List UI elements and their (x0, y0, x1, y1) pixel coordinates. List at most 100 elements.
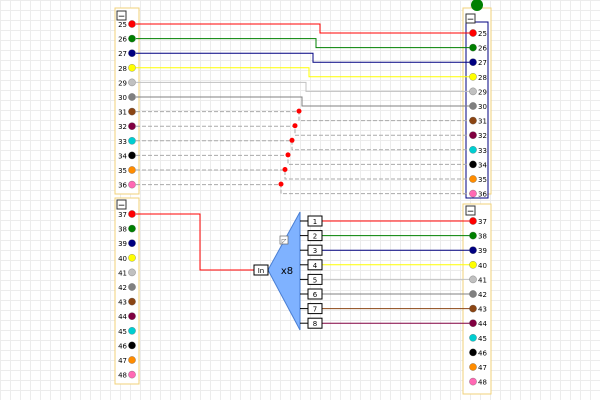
pin-dot-icon[interactable] (128, 137, 136, 145)
left-pin-29[interactable]: 29 (118, 78, 136, 88)
splitter-output-port-1[interactable]: 1 (307, 215, 323, 227)
pin-dot-icon[interactable] (469, 377, 477, 386)
right-pin-29[interactable]: 29 (469, 87, 487, 97)
pin-dot-icon[interactable] (128, 107, 136, 116)
right-pin-39[interactable]: 39 (469, 246, 487, 256)
pin-dot-icon[interactable] (469, 29, 477, 37)
pin-dot-icon[interactable] (128, 166, 136, 174)
right-group-1-collapse-button[interactable]: − (465, 13, 476, 25)
left-pin-43[interactable]: 43 (118, 297, 136, 307)
pin-dot-icon[interactable] (128, 283, 136, 291)
right-pin-46[interactable]: 46 (469, 348, 487, 358)
left-pin-39[interactable]: 39 (118, 239, 136, 249)
right-pin-43[interactable]: 43 (469, 304, 487, 314)
splitter-output-port-8[interactable]: 8 (307, 317, 323, 329)
right-pin-32[interactable]: 32 (469, 131, 487, 141)
pin-dot-icon[interactable] (469, 334, 477, 342)
left-pin-28[interactable]: 28 (118, 64, 136, 73)
right-pin-37[interactable]: 37 (469, 217, 487, 226)
pin-dot-icon[interactable] (469, 73, 477, 81)
left-pin-35[interactable]: 35 (118, 166, 136, 175)
pin-dot-icon[interactable] (128, 327, 136, 335)
splitter-output-port-4[interactable]: 4 (307, 259, 323, 271)
pin-dot-icon[interactable] (469, 290, 477, 298)
pin-dot-icon[interactable] (469, 131, 477, 139)
pin-dot-icon[interactable] (128, 239, 136, 247)
right-pin-35[interactable]: 35 (469, 175, 487, 184)
pin-dot-icon[interactable] (128, 254, 136, 262)
pin-dot-icon[interactable] (469, 363, 477, 371)
left-pin-37[interactable]: 37 (118, 210, 136, 219)
left-pin-33[interactable]: 33 (118, 137, 136, 146)
pin-dot-icon[interactable] (469, 275, 477, 284)
pin-dot-icon[interactable] (128, 20, 136, 28)
left-pin-31[interactable]: 31 (118, 107, 136, 117)
right-pin-31[interactable]: 31 (469, 116, 487, 126)
pin-dot-icon[interactable] (128, 64, 136, 72)
pin-dot-icon[interactable] (128, 122, 136, 130)
pin-dot-icon[interactable] (469, 160, 477, 169)
left-pin-47[interactable]: 47 (118, 356, 136, 365)
right-pin-38[interactable]: 38 (469, 231, 487, 241)
left-pin-44[interactable]: 44 (118, 312, 136, 322)
right-pin-47[interactable]: 47 (469, 363, 487, 372)
left-pin-38[interactable]: 38 (118, 224, 136, 234)
left-pin-27[interactable]: 27 (118, 49, 136, 59)
pin-dot-icon[interactable] (469, 102, 477, 110)
pin-dot-icon[interactable] (128, 93, 136, 101)
left-pin-32[interactable]: 32 (118, 122, 136, 132)
right-pin-36[interactable]: 36 (469, 189, 487, 199)
pin-dot-icon[interactable] (128, 370, 136, 379)
left-pin-25[interactable]: 25 (118, 20, 136, 29)
pin-dot-icon[interactable] (469, 231, 477, 240)
left-pin-48[interactable]: 48 (118, 370, 136, 380)
pin-dot-icon[interactable] (128, 78, 136, 87)
pin-dot-icon[interactable] (128, 356, 136, 364)
pin-dot-icon[interactable] (128, 180, 136, 189)
pin-dot-icon[interactable] (469, 304, 477, 313)
pin-dot-icon[interactable] (128, 297, 136, 306)
right-pin-34[interactable]: 34 (469, 160, 487, 170)
splitter-input-port[interactable]: In (253, 264, 269, 276)
right-pin-30[interactable]: 30 (469, 102, 487, 111)
pin-dot-icon[interactable] (128, 210, 136, 218)
pin-dot-icon[interactable] (128, 151, 136, 160)
right-pin-45[interactable]: 45 (469, 334, 487, 343)
right-pin-33[interactable]: 33 (469, 146, 487, 155)
right-group-2-collapse-button[interactable]: − (465, 205, 476, 217)
right-pin-25[interactable]: 25 (469, 29, 487, 38)
pin-dot-icon[interactable] (469, 116, 477, 125)
pin-dot-icon[interactable] (469, 319, 477, 327)
left-pin-40[interactable]: 40 (118, 254, 136, 263)
right-pin-28[interactable]: 28 (469, 73, 487, 82)
left-group-1-collapse-button[interactable]: − (116, 10, 127, 22)
splitter-output-port-5[interactable]: 5 (307, 273, 323, 285)
pin-dot-icon[interactable] (469, 189, 477, 198)
pin-dot-icon[interactable] (469, 146, 477, 154)
splitter-output-port-6[interactable]: 6 (307, 288, 323, 300)
right-pin-26[interactable]: 26 (469, 43, 487, 53)
left-pin-36[interactable]: 36 (118, 180, 136, 190)
pin-dot-icon[interactable] (128, 49, 136, 57)
pin-dot-icon[interactable] (128, 312, 136, 320)
splitter-output-port-7[interactable]: 7 (307, 303, 323, 315)
left-pin-26[interactable]: 26 (118, 34, 136, 44)
left-group-2-collapse-button[interactable]: − (116, 199, 127, 211)
splitter-output-port-3[interactable]: 3 (307, 244, 323, 256)
pin-dot-icon[interactable] (469, 348, 477, 357)
right-pin-42[interactable]: 42 (469, 290, 487, 299)
splitter-component[interactable]: x8 ◸ In (253, 211, 301, 331)
pin-dot-icon[interactable] (469, 217, 477, 225)
right-pin-27[interactable]: 27 (469, 58, 487, 68)
left-pin-41[interactable]: 41 (118, 268, 136, 278)
left-pin-30[interactable]: 30 (118, 93, 136, 102)
pin-dot-icon[interactable] (469, 43, 477, 52)
left-pin-42[interactable]: 42 (118, 283, 136, 292)
left-pin-45[interactable]: 45 (118, 327, 136, 336)
right-pin-48[interactable]: 48 (469, 377, 487, 387)
left-pin-46[interactable]: 46 (118, 341, 136, 351)
pin-dot-icon[interactable] (128, 34, 136, 43)
right-pin-44[interactable]: 44 (469, 319, 487, 329)
pin-dot-icon[interactable] (469, 175, 477, 183)
